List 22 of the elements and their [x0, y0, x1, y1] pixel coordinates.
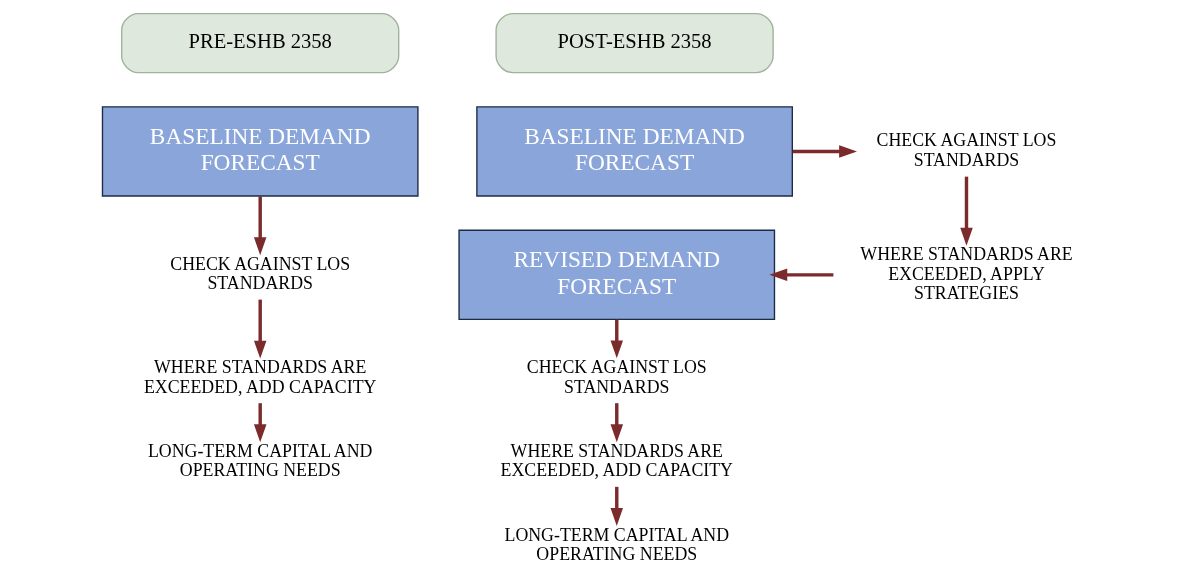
node-text: CHECK AGAINST LOS STANDARDS: [876, 130, 1056, 170]
arrow: [253, 403, 266, 443]
node-box: POST-ESHB 2358: [494, 12, 774, 74]
node-box: BASELINE DEMAND FORECAST: [475, 106, 793, 197]
node-text: LONG-TERM CAPITAL AND OPERATING NEEDS: [504, 524, 729, 564]
node-text: CHECK AGAINST LOS STANDARDS: [526, 357, 707, 397]
arrow: [768, 268, 833, 282]
arrow: [610, 319, 623, 359]
node-text: CHECK AGAINST LOS STANDARDS: [169, 253, 350, 294]
node-box: REVISED DEMAND FORECAST: [457, 229, 775, 321]
arrow: [610, 486, 623, 526]
arrow: [253, 299, 266, 359]
arrow: [959, 176, 973, 246]
node-box: BASELINE DEMAND FORECAST: [101, 106, 419, 197]
arrow: [792, 145, 857, 158]
node-text: WHERE STANDARDS ARE EXCEEDED, ADD CAPACITY: [143, 357, 376, 397]
node-text: WHERE STANDARDS ARE EXCEEDED, APPLY STRATEGIES: [859, 244, 1073, 303]
node-text: WHERE STANDARDS ARE EXCEEDED, ADD CAPACITY: [500, 441, 733, 481]
arrow: [253, 196, 266, 256]
node-box: PRE-ESHB 2358: [120, 12, 399, 74]
arrow: [610, 403, 623, 443]
node-text: LONG-TERM CAPITAL AND OPERATING NEEDS: [147, 441, 372, 481]
